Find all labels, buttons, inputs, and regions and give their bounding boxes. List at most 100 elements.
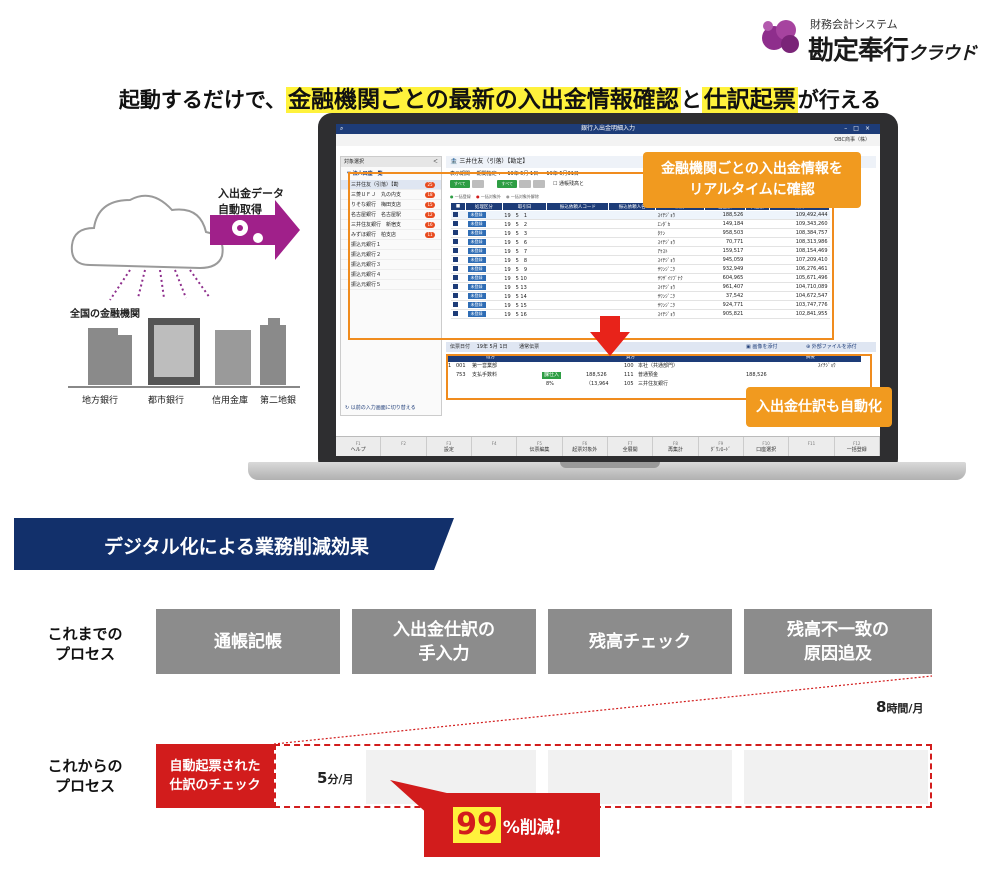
status-badge: 未登録 [467,311,486,317]
filter-button[interactable] [471,180,484,188]
attach-image-link[interactable]: ▣ 画像を添付 [746,344,778,350]
reduction-badge: 99%削減！ [424,793,600,857]
empty-cell [546,246,609,256]
headline: 起動するだけで、金融機関ごとの最新の入出金情報確認と仕訳起票が行える [118,87,882,113]
search-icon[interactable]: ⌕ [340,125,344,132]
row-checkbox[interactable] [452,310,458,316]
row-checkbox[interactable] [452,220,458,226]
journal-line[interactable]: 1 001 第一営業部 100 本社（共通部門） ｽｲﾁｼﾞｮｳ [448,363,836,369]
bank-label: 地方銀行 [82,396,119,406]
journal-line[interactable]: 753 支払手数料 課仕入 188,526 111 普通預金 188,526 [456,372,767,379]
row-checkbox[interactable] [452,238,458,244]
status-cell: 未登録 [465,309,503,319]
out-cell: 932,949 [704,264,746,274]
out-cell: 37,542 [704,291,746,301]
select-all-button-2[interactable]: すべて [497,180,518,188]
journal-line[interactable]: 8% （13,964 105 三井住友銀行 [546,381,669,387]
status-cell: 未登録 [465,237,503,247]
passbook-checkbox[interactable]: ☐ 通帳残高と [552,181,585,187]
period-from[interactable]: 19年 5月 1日 [507,171,539,177]
filter-button[interactable] [533,180,546,188]
function-key-f2[interactable]: F2 [381,437,427,456]
select-all-checkbox[interactable]: ■ [449,202,467,211]
function-key-f11[interactable]: F11 [789,437,835,456]
row-checkbox[interactable] [452,256,458,262]
balance-cell: 109,492,444 [769,210,830,220]
row-checkbox[interactable] [452,265,458,271]
sidebar-account-item[interactable]: 振込元銀行３ [341,260,441,270]
collapse-icon[interactable]: ＜ [432,159,438,165]
memo-cell: ﾀﾃﾝ [655,228,705,238]
column-header[interactable]: 処理区分 [465,202,503,211]
function-key-code: F4 [491,441,497,446]
row-checkbox[interactable] [452,247,458,253]
row-checkbox[interactable] [452,229,458,235]
switch-view-link[interactable]: ↻ 以前の入力画面に切り替える [345,405,416,411]
period-bar: 表示期間 期間指定 ▾ 19年 5月 1日 〜 19年 5月31日 [450,171,579,177]
banks-title: 全国の金融機関 [70,309,140,320]
period-select[interactable]: 期間指定 [476,171,497,177]
row-checkbox[interactable] [452,211,458,217]
attach-file-link[interactable]: ⊕ 外部ファイルを添付 [806,344,857,350]
select-all-button[interactable]: すべて [450,180,470,188]
row-checkbox[interactable] [452,292,458,298]
date-cell: 19 5 3 [502,228,547,238]
row-checkbox[interactable] [452,283,458,289]
column-header[interactable]: 振込依頼人コード [546,202,610,211]
out-cell: 905,821 [704,309,746,319]
empty-cell [546,273,609,283]
sidebar-account-item[interactable]: 振込元銀行４ [341,270,441,280]
logo-blob-icon [762,20,799,53]
status-cell: 未登録 [465,246,503,256]
balance-cell: 105,671,496 [769,273,830,283]
window-controls[interactable]: –□× [844,125,876,132]
journal-columns: 借方 貸方 摘要 [446,354,861,362]
filter-button[interactable] [519,180,532,188]
in-cell [745,273,770,283]
function-key-f4[interactable]: F4 [472,437,518,456]
row-checkbox[interactable] [452,274,458,280]
empty-cell [608,273,656,283]
status-cell: 未登録 [465,255,503,265]
row-checkbox[interactable] [452,301,458,307]
sidebar-account-item[interactable]: 振込元銀行２ [341,250,441,260]
journal-date[interactable]: 19年 5月 1日 [476,344,508,350]
empty-cell [546,237,609,247]
account-label: 振込元銀行３ [351,262,382,268]
date-cell: 19 5 13 [502,282,547,292]
sidebar-account-item[interactable]: 振込元銀行１ [341,240,441,250]
period-to[interactable]: 19年 5月31日 [546,171,579,177]
empty-cell [546,300,609,310]
date-cell: 19 5 1 [502,210,547,220]
date-cell: 19 5 7 [502,246,547,256]
sidebar-account-item[interactable]: 振込元銀行５ [341,280,441,290]
